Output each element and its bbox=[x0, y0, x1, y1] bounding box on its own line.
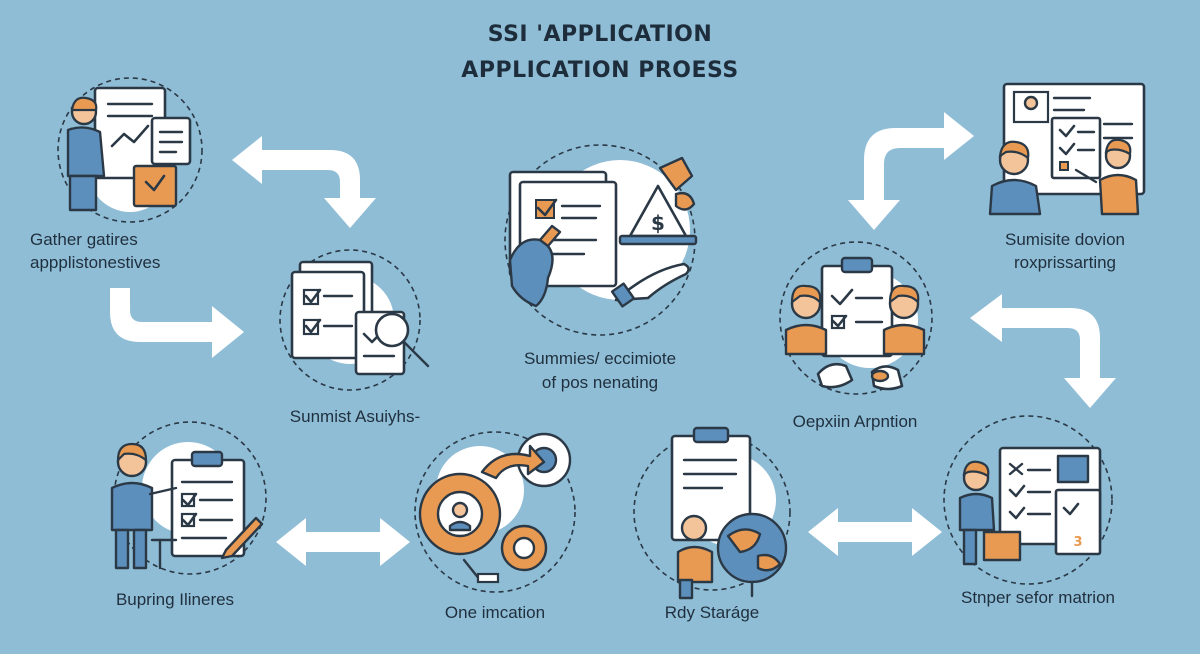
step-summies-label-1: Summies/ eccimiote bbox=[524, 349, 676, 368]
step-submit-label: Sunmist Asuiyhs- bbox=[290, 407, 420, 426]
document-person-icon bbox=[57, 77, 203, 223]
dollar-sign: $ bbox=[651, 211, 665, 235]
arrow-left-lower bbox=[110, 288, 244, 358]
step-sumisite-label-1: Sumisite dovion bbox=[1005, 230, 1125, 249]
arrow-rdy-stnper bbox=[808, 508, 942, 556]
step-gather-label-2: appplistonestives bbox=[30, 253, 160, 272]
documents-magnifier-icon bbox=[279, 249, 430, 391]
arrows bbox=[110, 112, 1116, 566]
arrow-bupring-one bbox=[276, 518, 410, 566]
step-sumisite-label-2: roxprissarting bbox=[1014, 253, 1116, 272]
clipboard-presenter-icon bbox=[110, 421, 267, 575]
step-summies-label-2: of pos nenating bbox=[542, 373, 658, 392]
checklist-person-icon: 3 bbox=[943, 415, 1113, 585]
step-rdy-label: Rdy Staráge bbox=[665, 603, 760, 622]
step-one-label: One imcation bbox=[445, 603, 545, 622]
clipboard-people-icon bbox=[779, 241, 933, 395]
page-title-line1: SSI 'APPLICATION bbox=[487, 22, 713, 47]
money-scale-icon: $ bbox=[504, 144, 698, 336]
arrow-top-right bbox=[848, 112, 974, 230]
arrow-right-middle bbox=[970, 294, 1116, 408]
step-bupring-label: Bupring Ilineres bbox=[116, 590, 234, 609]
step-gather-label-1: Gather gatires bbox=[30, 230, 138, 249]
presentation-board-icon bbox=[988, 82, 1146, 216]
arrow-gather-to-submit bbox=[232, 136, 376, 228]
gears-icon bbox=[414, 431, 576, 593]
step-oepxiin-label: Oepxiin Arpntion bbox=[793, 412, 918, 431]
clipboard-globe-icon bbox=[633, 426, 791, 600]
number-glyph: 3 bbox=[1073, 535, 1082, 550]
step-stnper-label: Stnper sefor matrion bbox=[961, 588, 1115, 607]
page-title-line2: APPLICATION PROESS bbox=[461, 58, 739, 83]
